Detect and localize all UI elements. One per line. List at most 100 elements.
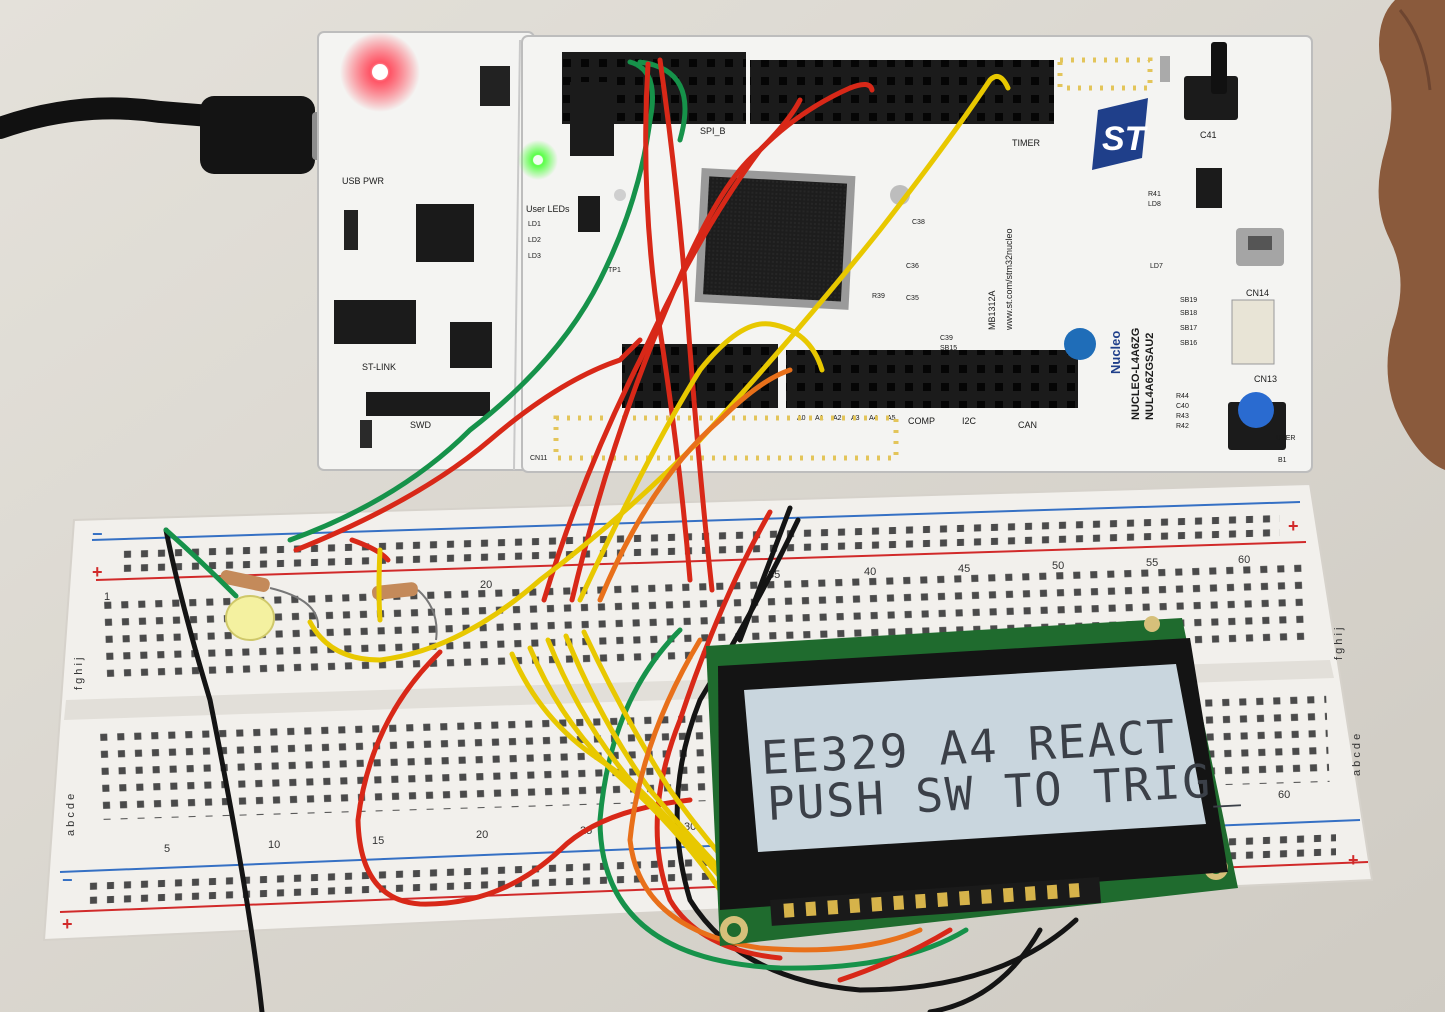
col-label-50: 50 [1052,560,1064,572]
row-letters-bottom-left: a b c d e [65,794,77,836]
silk-r43: R43 [1176,413,1189,420]
silk-usb-pwr: USB PWR [342,176,385,186]
silk-b1: B1 [1278,457,1287,464]
silk-sb18: SB18 [1180,310,1197,317]
rail-minus-top: − [92,524,103,544]
silk-can: CAN [1018,420,1037,430]
swd-header [366,392,490,416]
silk-a4: A4 [869,415,878,422]
silk-sb19: SB19 [1180,297,1197,304]
wires [163,57,1079,1012]
lcd-header-pins [770,876,1102,926]
silk-ld1: LD1 [528,221,541,228]
silk-c38: C38 [912,219,925,226]
silk-r39: R39 [872,293,885,300]
col-label-20: 20 [480,579,492,591]
silk-timer: TIMER [1012,138,1040,148]
hand [1378,0,1445,470]
wire-red-4 [541,82,875,603]
col-label-60: 60 [1238,554,1250,566]
silk-sb15: SB15 [940,345,957,352]
lcd-module: EE329 A4 REACT PUSH SW TO TRIG_ [706,616,1243,946]
wire-red-2 [349,537,391,563]
st-logo: ST [1092,98,1149,170]
wire-yellow-5 [527,645,723,893]
components [220,570,438,641]
board-url: www.st.com/stm32nucleo [1004,228,1014,331]
col-label-b60: 60 [1278,789,1290,801]
silk-swd: SWD [410,420,431,430]
stlink-mcu [416,204,474,262]
yellow-led [225,595,275,641]
silk-a1: A1 [815,415,824,422]
header-cn8 [786,350,1078,408]
col-label-b5: 5 [164,843,170,855]
col-label-55: 55 [1146,557,1158,569]
silk-ld7: LD7 [1150,263,1163,270]
silk-c39: C39 [940,335,953,342]
wire-red-3 [355,649,693,907]
col-label-b10: 10 [268,839,280,851]
row-letters-bottom-right: a b c d e [1351,734,1363,776]
green-led [533,155,543,165]
header-cn10 [750,60,1054,124]
silk-r42: R42 [1176,423,1189,430]
lcd-screen [744,664,1206,852]
silk-cn13: CN13 [1254,374,1277,384]
nucleo-logo-icon [1064,328,1096,360]
wire-red-6 [643,61,693,583]
silk-c36: C36 [906,263,919,270]
silk-r41: R41 [1148,191,1161,198]
row-letters-top-left: f g h i j [73,658,85,690]
board-part: NUL4A6ZGSAU2 [1144,333,1156,420]
silk-st-link: ST-LINK [362,362,396,372]
silk-a5: A5 [887,415,896,422]
col-label-45: 45 [958,563,970,575]
silk-user: USER [1276,435,1295,442]
silk-tp1: TP1 [608,267,621,274]
wire-green-2 [287,59,655,543]
rail-minus-bottom: − [62,870,73,890]
silk-ld8: LD8 [1148,201,1161,208]
col-label-1: 1 [104,591,110,603]
wire-yellow-6 [545,637,743,903]
wire-orange-2 [627,637,923,953]
wire-red-9 [837,927,953,983]
silk-r44: R44 [1176,393,1189,400]
silk-c41: C41 [1200,130,1217,140]
resistor-1 [220,570,270,592]
col-label-b15: 15 [372,835,384,847]
silk-a2: A2 [833,415,842,422]
wire-green-4 [597,627,969,971]
jumper-block [334,300,416,344]
silk-cn11: CN11 [530,455,547,462]
silk-sb16: SB16 [1180,340,1197,347]
row-letters-top-right: f g h i j [1333,628,1345,660]
wire-red-7 [657,57,715,593]
stm32-mcu [703,176,848,302]
red-led [372,64,388,80]
wire-yellow-3 [577,321,825,603]
wire-yellow-2 [376,547,383,623]
rail-plus-top: + [92,562,103,582]
silk-sb17: SB17 [1180,325,1197,332]
silk-comp: COMP [908,416,935,426]
wire-green-1 [163,527,239,599]
user-button[interactable] [1238,392,1274,428]
silk-a0: A0 [797,415,806,422]
rail-plus-bottom-right: + [1348,850,1359,870]
silk-spi-b: SPI_B [700,126,726,136]
silk-i2c: I2C [962,416,977,426]
silk-c35: C35 [906,295,919,302]
silk-ld2: LD2 [528,237,541,244]
resistor-2 [371,582,419,600]
nucleo-label: Nucleo [1108,331,1123,374]
reset-button[interactable] [1211,42,1227,94]
board-rev: MB1312A [987,290,997,330]
nucleo-board: ST Nucleo NUCLEO-L4A6ZG NUL4A6ZGSAU2 www… [317,31,1313,473]
wire-orange-1 [597,367,793,603]
silk-c40: C40 [1176,403,1189,410]
rail-plus-bottom: + [62,914,73,934]
rail-plus-top-right: + [1288,516,1299,536]
